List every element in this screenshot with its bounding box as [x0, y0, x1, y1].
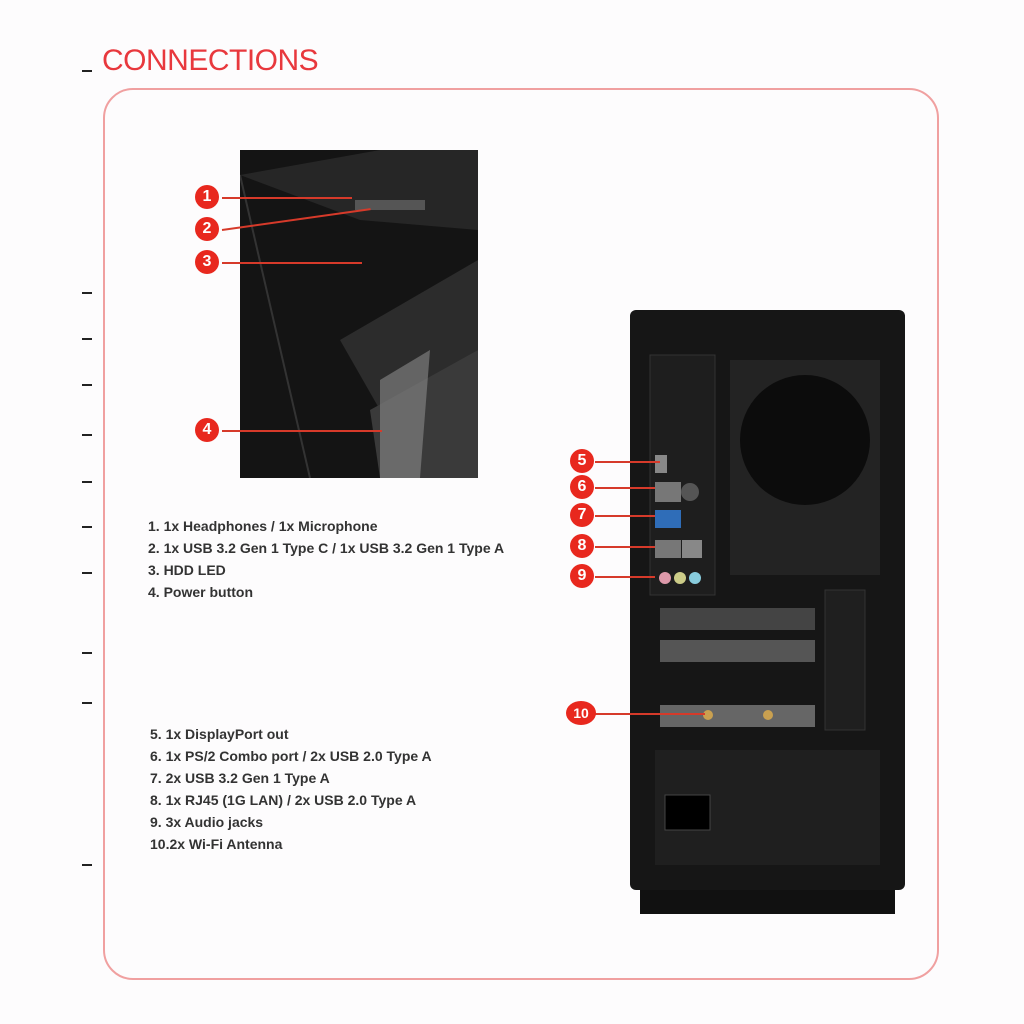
front-connections-list: 1. 1x Headphones / 1x Microphone 2. 1x U… — [148, 515, 504, 603]
callout-line — [595, 515, 655, 517]
callout-badge-5: 5 — [570, 449, 594, 473]
title-dash — [82, 70, 92, 72]
margin-tick — [82, 434, 92, 436]
callout-line — [595, 576, 655, 578]
list-item: 10.2x Wi-Fi Antenna — [150, 836, 283, 852]
list-item: 1. 1x Headphones / 1x Microphone — [148, 518, 378, 534]
margin-tick — [82, 526, 92, 528]
callout-line — [595, 461, 660, 463]
list-item: 8. 1x RJ45 (1G LAN) / 2x USB 2.0 Type A — [150, 792, 417, 808]
callout-badge-4: 4 — [195, 418, 219, 442]
callout-line — [595, 487, 655, 489]
callout-badge-3: 3 — [195, 250, 219, 274]
callout-badge-2: 2 — [195, 217, 219, 241]
callout-line — [595, 546, 655, 548]
list-item: 6. 1x PS/2 Combo port / 2x USB 2.0 Type … — [150, 748, 432, 764]
list-item: 2. 1x USB 3.2 Gen 1 Type C / 1x USB 3.2 … — [148, 540, 505, 556]
callout-badge-8: 8 — [570, 534, 594, 558]
list-item: 5. 1x DisplayPort out — [150, 726, 289, 742]
list-item: 9. 3x Audio jacks — [150, 814, 264, 830]
callout-badge-7: 7 — [570, 503, 594, 527]
callout-line — [595, 713, 705, 715]
callout-line — [222, 430, 382, 432]
margin-tick — [82, 572, 92, 574]
front-tower-image — [240, 150, 478, 478]
rear-tower-image — [630, 310, 905, 914]
margin-tick — [82, 864, 92, 866]
callout-badge-9: 9 — [570, 564, 594, 588]
rear-connections-list: 5. 1x DisplayPort out 6. 1x PS/2 Combo p… — [150, 723, 432, 855]
content-frame — [103, 88, 939, 980]
list-item: 7. 2x USB 3.2 Gen 1 Type A — [150, 770, 330, 786]
list-item: 3. HDD LED — [148, 562, 226, 578]
margin-tick — [82, 292, 92, 294]
list-item: 4. Power button — [148, 584, 253, 600]
callout-line — [222, 197, 352, 199]
margin-tick — [82, 652, 92, 654]
margin-tick — [82, 384, 92, 386]
margin-tick — [82, 481, 92, 483]
callout-badge-6: 6 — [570, 475, 594, 499]
callout-line — [222, 262, 362, 264]
callout-badge-10: 10 — [566, 701, 596, 725]
page-title: CONNECTIONS — [102, 44, 319, 77]
callout-badge-1: 1 — [195, 185, 219, 209]
margin-tick — [82, 338, 92, 340]
margin-tick — [82, 702, 92, 704]
